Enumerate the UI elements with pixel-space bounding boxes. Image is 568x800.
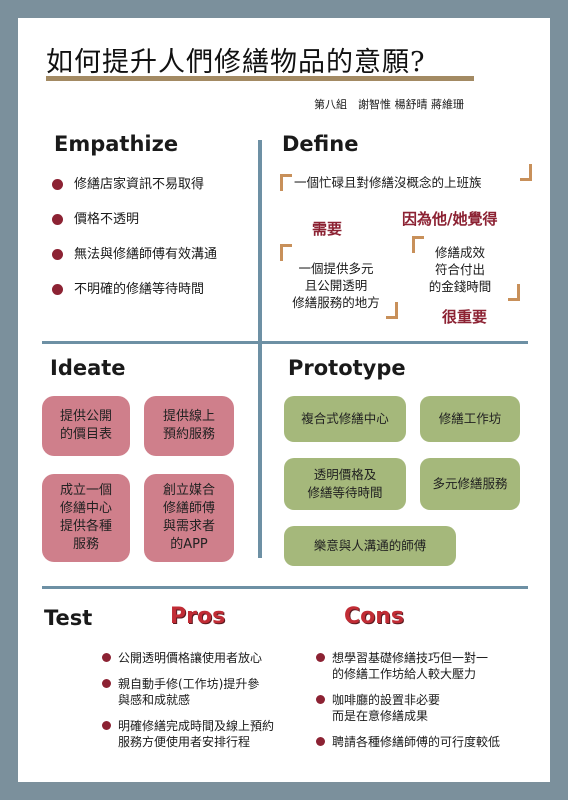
- bracket-open-icon: [280, 174, 292, 191]
- prototype-card: 修繕工作坊: [420, 396, 520, 442]
- bracket-close-icon: [520, 164, 532, 181]
- idea-card: 創立媒合 修繕師傅 與需求者 的APP: [144, 474, 234, 562]
- list-item: 價格不透明: [52, 211, 252, 229]
- idea-card: 成立一個 修繕中心 提供各種 服務: [42, 474, 130, 562]
- bullet-icon: [316, 695, 325, 704]
- title-underline: [46, 76, 474, 81]
- poster-title: 如何提升人們修繕物品的意願?: [46, 47, 426, 78]
- prototype-heading: Prototype: [288, 356, 406, 380]
- prototype-card: 複合式修繕中心: [284, 396, 406, 442]
- bullet-icon: [102, 679, 111, 688]
- define-important-label: 很重要: [442, 308, 488, 326]
- define-persona: 一個忙碌且對修繕沒概念的上班族: [294, 175, 482, 190]
- define-because-label: 因為他/她覺得: [402, 210, 498, 228]
- bullet-icon: [316, 653, 325, 662]
- define-need: 一個提供多元 且公開透明 修繕服務的地方: [292, 261, 380, 310]
- list-item: 公開透明價格讓使用者放心: [102, 650, 308, 666]
- list-item: 修繕店家資訊不易取得: [52, 176, 252, 194]
- bullet-icon: [52, 179, 63, 190]
- empathize-list: 修繕店家資訊不易取得 價格不透明 無法與修繕師傅有效溝通 不明確的修繕等待時間: [52, 176, 252, 299]
- bullet-icon: [102, 653, 111, 662]
- bullet-icon: [52, 249, 63, 260]
- bracket-close-icon: [386, 302, 398, 319]
- prototype-card: 透明價格及 修繕等待時間: [284, 458, 406, 510]
- cons-list: 想學習基礎修繕技巧但一對一 的修繕工作坊給人較大壓力 咖啡廳的設置非必要 而是在…: [316, 650, 542, 760]
- bracket-open-icon: [280, 244, 292, 261]
- list-item: 不明確的修繕等待時間: [52, 281, 252, 299]
- idea-card: 提供線上 預約服務: [144, 396, 234, 456]
- define-heading: Define: [282, 132, 359, 156]
- middle-divider: [42, 341, 528, 344]
- define-insight: 修繕成效 符合付出 的金錢時間: [428, 245, 492, 294]
- list-item: 無法與修繕師傅有效溝通: [52, 246, 252, 264]
- bracket-close-icon: [508, 284, 520, 301]
- pros-heading: Pros: [170, 604, 226, 629]
- list-item: 親自動手修(工作坊)提升參 與感和成就感: [102, 676, 308, 708]
- ideate-heading: Ideate: [50, 356, 126, 380]
- authors: 第八組 謝智惟 楊舒晴 蔣維珊: [314, 98, 464, 111]
- cons-heading: Cons: [344, 604, 405, 629]
- list-item: 咖啡廳的設置非必要 而是在意修繕成果: [316, 692, 542, 724]
- bullet-icon: [102, 721, 111, 730]
- define-need-label: 需要: [312, 220, 343, 238]
- list-item: 聘請各種修繕師傅的可行度較低: [316, 734, 542, 750]
- bullet-icon: [52, 214, 63, 225]
- bullet-icon: [52, 284, 63, 295]
- idea-card: 提供公開 的價目表: [42, 396, 130, 456]
- poster: 如何提升人們修繕物品的意願? 第八組 謝智惟 楊舒晴 蔣維珊 Empathize…: [18, 18, 550, 782]
- prototype-card: 樂意與人溝通的師傅: [284, 526, 456, 566]
- bullet-icon: [316, 737, 325, 746]
- list-item: 想學習基礎修繕技巧但一對一 的修繕工作坊給人較大壓力: [316, 650, 542, 682]
- test-divider: [42, 586, 528, 589]
- empathize-heading: Empathize: [54, 132, 179, 156]
- list-item: 明確修繕完成時間及線上預約 服務方便使用者安排行程: [102, 718, 308, 750]
- test-heading: Test: [44, 606, 93, 630]
- vertical-divider: [258, 140, 262, 558]
- bracket-open-icon: [412, 236, 424, 253]
- pros-list: 公開透明價格讓使用者放心 親自動手修(工作坊)提升參 與感和成就感 明確修繕完成…: [102, 650, 308, 760]
- prototype-card: 多元修繕服務: [420, 458, 520, 510]
